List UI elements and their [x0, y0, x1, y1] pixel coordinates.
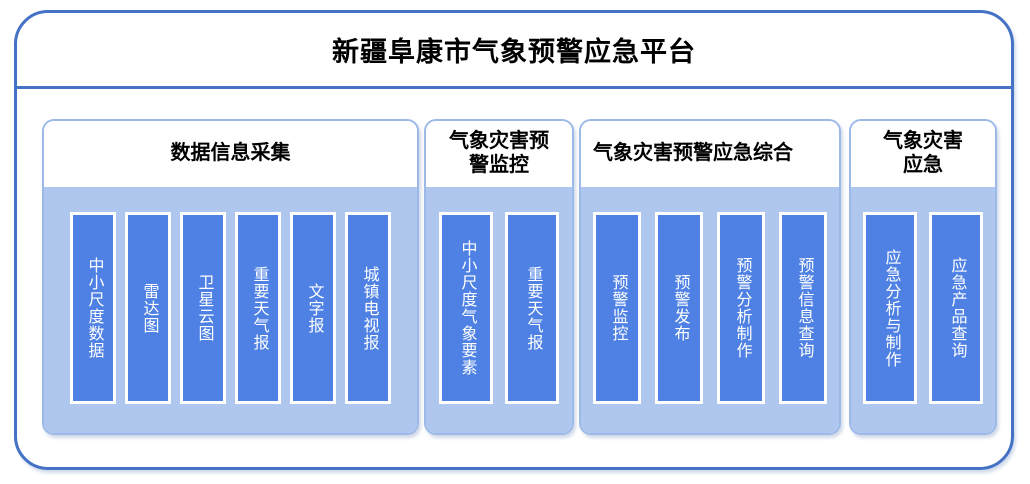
item-box[interactable]: 卫星云图	[180, 212, 226, 404]
item-box[interactable]: 重要天气报	[235, 212, 281, 404]
panel-body-data-collection: 中小尺度数据 雷达图 卫星云图 重要天气报 文字报 城镇电视	[44, 187, 417, 433]
panel-body-disaster-warning-monitor: 中小尺度气象要素 重要天气报	[426, 187, 572, 433]
item-label: 重要天气报	[524, 265, 542, 351]
panel-warning-emergency-integrated[interactable]: 气象灾害预警应急综合 预警监控 预警发布 预警分析制作 预警信息查询	[579, 119, 841, 435]
panel-disaster-warning-monitor[interactable]: 气象灾害预 警监控 中小尺度气象要素 重要天气报	[424, 119, 574, 435]
item-box[interactable]: 预警信息查询	[779, 212, 827, 404]
item-box[interactable]: 预警发布	[655, 212, 703, 404]
item-label: 文字报	[305, 282, 323, 334]
panel-title-data-collection: 数据信息采集	[170, 142, 291, 165]
item-label: 预警发布	[671, 274, 689, 342]
item-label: 卫星云图	[195, 274, 213, 342]
panel-row: 数据信息采集 中小尺度数据 雷达图 卫星云图 重要天气报	[17, 89, 1011, 467]
panel-header-disaster-warning-monitor: 气象灾害预 警监控	[426, 121, 572, 187]
item-box[interactable]: 应急分析与制作	[863, 212, 917, 404]
panel-header-disaster-emergency: 气象灾害 应急	[851, 121, 995, 187]
item-box[interactable]: 中小尺度气象要素	[439, 212, 493, 404]
page-title: 新疆阜康市气象预警应急平台	[332, 37, 696, 67]
panel-title-disaster-warning-monitor: 气象灾害预 警监控	[449, 130, 549, 176]
item-label: 城镇电视报	[360, 265, 378, 351]
panel-data-collection[interactable]: 数据信息采集 中小尺度数据 雷达图 卫星云图 重要天气报	[42, 119, 419, 435]
panel-body-disaster-emergency: 应急分析与制作 应急产品查询	[851, 187, 995, 433]
item-box[interactable]: 雷达图	[125, 212, 171, 404]
item-label: 预警信息查询	[795, 257, 813, 359]
panel-header-warning-emergency-integrated: 气象灾害预警应急综合	[581, 121, 839, 187]
item-label: 中小尺度气象要素	[458, 240, 476, 376]
panel-title-disaster-emergency: 气象灾害 应急	[883, 130, 963, 176]
item-label: 雷达图	[140, 282, 158, 334]
item-box[interactable]: 城镇电视报	[345, 212, 391, 404]
item-box[interactable]: 文字报	[290, 212, 336, 404]
item-box[interactable]: 预警监控	[593, 212, 641, 404]
panel-header-data-collection: 数据信息采集	[44, 121, 417, 187]
item-box[interactable]: 应急产品查询	[929, 212, 983, 404]
item-box[interactable]: 中小尺度数据	[70, 212, 116, 404]
panel-title-warning-emergency-integrated: 气象灾害预警应急综合	[593, 142, 793, 165]
panel-disaster-emergency[interactable]: 气象灾害 应急 应急分析与制作 应急产品查询	[849, 119, 997, 435]
item-label: 应急产品查询	[948, 257, 966, 359]
item-label: 重要天气报	[250, 265, 268, 351]
item-label: 中小尺度数据	[85, 257, 103, 359]
item-label: 预警分析制作	[733, 257, 751, 359]
item-label: 预警监控	[609, 274, 627, 342]
item-box[interactable]: 预警分析制作	[717, 212, 765, 404]
item-label: 应急分析与制作	[882, 248, 900, 368]
item-box[interactable]: 重要天气报	[505, 212, 559, 404]
panel-body-warning-emergency-integrated: 预警监控 预警发布 预警分析制作 预警信息查询	[581, 187, 839, 433]
platform-frame: 新疆阜康市气象预警应急平台 数据信息采集 中小尺度数据 雷达图 卫星云图	[14, 10, 1014, 470]
platform-title-bar: 新疆阜康市气象预警应急平台	[17, 13, 1011, 89]
